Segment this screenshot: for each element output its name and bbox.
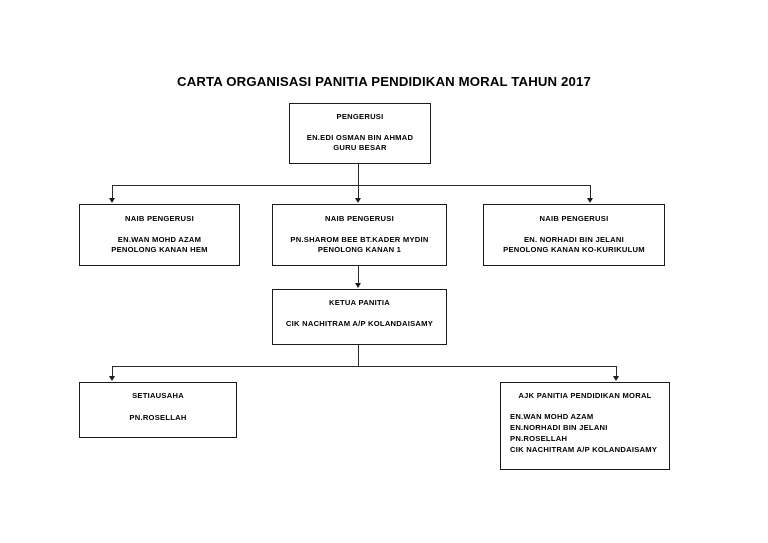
node-naib-pengerusi-hem-line-1: EN.WAN MOHD AZAM bbox=[117, 234, 202, 244]
connector-level3-bus bbox=[112, 366, 617, 368]
node-pengerusi-lines: EN.EDI OSMAN BIN AHMAD GURU BESAR bbox=[306, 132, 414, 153]
arrow-down-icon-ajk bbox=[612, 376, 619, 381]
connector-level1-bus bbox=[112, 185, 591, 187]
node-naib-pengerusi-pk1-title: NAIB PENGERUSI bbox=[325, 214, 394, 223]
node-naib-pengerusi-kokurikulum[interactable]: NAIB PENGERUSI EN. NORHADI BIN JELANI PE… bbox=[483, 204, 665, 266]
node-setiausaha-title: SETIAUSAHA bbox=[132, 391, 184, 400]
node-naib-pengerusi-hem-title: NAIB PENGERUSI bbox=[125, 214, 194, 223]
node-naib-pengerusi-kokurikulum-title: NAIB PENGERUSI bbox=[539, 214, 609, 223]
node-naib-pengerusi-kokurikulum-lines: EN. NORHADI BIN JELANI PENOLONG KANAN KO… bbox=[503, 234, 645, 255]
arrow-down-icon-setiausaha bbox=[108, 376, 115, 381]
node-naib-pengerusi-hem-line-2: PENOLONG KANAN HEM bbox=[111, 245, 208, 255]
connector-pk1-to-ketua bbox=[358, 266, 360, 283]
connector-drop-setiausaha bbox=[112, 366, 114, 377]
connector-drop-naib-hem bbox=[112, 185, 114, 199]
node-naib-pengerusi-pk1-lines: PN.SHAROM BEE BT.KADER MYDIN PENOLONG KA… bbox=[290, 234, 429, 255]
page-title: CARTA ORGANISASI PANITIA PENDIDIKAN MORA… bbox=[177, 74, 591, 89]
connector-drop-naib-pk1 bbox=[358, 185, 360, 199]
node-ajk-panitia-line-2: EN.NORHADI BIN JELANI bbox=[510, 422, 608, 432]
arrow-down-icon-ketua-panitia bbox=[354, 283, 361, 288]
node-ajk-panitia-lines: EN.WAN MOHD AZAM EN.NORHADI BIN JELANI P… bbox=[501, 411, 669, 454]
node-naib-pengerusi-kokurikulum-line-2: PENOLONG KANAN KO-KURIKULUM bbox=[503, 245, 645, 255]
arrow-down-icon-naib-kokurikulum bbox=[586, 198, 593, 203]
node-naib-pengerusi-kokurikulum-line-1: EN. NORHADI BIN JELANI bbox=[523, 234, 624, 244]
node-naib-pengerusi-pk1-line-2: PENOLONG KANAN 1 bbox=[317, 245, 402, 255]
node-ketua-panitia[interactable]: KETUA PANITIA CIK NACHITRAM A/P KOLANDAI… bbox=[272, 289, 447, 345]
node-naib-pengerusi-hem-lines: EN.WAN MOHD AZAM PENOLONG KANAN HEM bbox=[111, 234, 208, 255]
node-setiausaha-line-1: PN.ROSELLAH bbox=[129, 412, 187, 422]
arrow-down-icon-naib-hem bbox=[108, 198, 115, 203]
node-pengerusi-line-1: EN.EDI OSMAN BIN AHMAD bbox=[306, 132, 414, 142]
node-naib-pengerusi-pk1-line-1: PN.SHAROM BEE BT.KADER MYDIN bbox=[290, 234, 429, 244]
node-ajk-panitia[interactable]: AJK PANITIA PENDIDIKAN MORAL EN.WAN MOHD… bbox=[500, 382, 670, 470]
connector-ketua-stem bbox=[358, 345, 360, 367]
node-ketua-panitia-lines: CIK NACHITRAM A/P KOLANDAISAMY bbox=[285, 318, 434, 328]
node-ketua-panitia-line-1: CIK NACHITRAM A/P KOLANDAISAMY bbox=[285, 318, 434, 328]
node-setiausaha-lines: PN.ROSELLAH bbox=[129, 412, 187, 422]
node-setiausaha[interactable]: SETIAUSAHA PN.ROSELLAH bbox=[79, 382, 237, 438]
node-ajk-panitia-line-4: CIK NACHITRAM A/P KOLANDAISAMY bbox=[510, 444, 658, 454]
node-ajk-panitia-line-3: PN.ROSELLAH bbox=[510, 433, 568, 443]
node-ajk-panitia-line-1: EN.WAN MOHD AZAM bbox=[510, 411, 594, 421]
node-pengerusi-title: PENGERUSI bbox=[336, 112, 384, 121]
node-pengerusi[interactable]: PENGERUSI EN.EDI OSMAN BIN AHMAD GURU BE… bbox=[289, 103, 431, 164]
connector-drop-naib-kokurikulum bbox=[590, 185, 592, 199]
node-ajk-panitia-title: AJK PANITIA PENDIDIKAN MORAL bbox=[518, 391, 652, 400]
connector-drop-ajk bbox=[616, 366, 618, 377]
connector-pengerusi-stem bbox=[358, 164, 360, 186]
node-pengerusi-line-2: GURU BESAR bbox=[333, 143, 387, 153]
node-ketua-panitia-title: KETUA PANITIA bbox=[328, 298, 391, 307]
arrow-down-icon-naib-pk1 bbox=[354, 198, 361, 203]
node-naib-pengerusi-hem[interactable]: NAIB PENGERUSI EN.WAN MOHD AZAM PENOLONG… bbox=[79, 204, 240, 266]
node-naib-pengerusi-pk1[interactable]: NAIB PENGERUSI PN.SHAROM BEE BT.KADER MY… bbox=[272, 204, 447, 266]
